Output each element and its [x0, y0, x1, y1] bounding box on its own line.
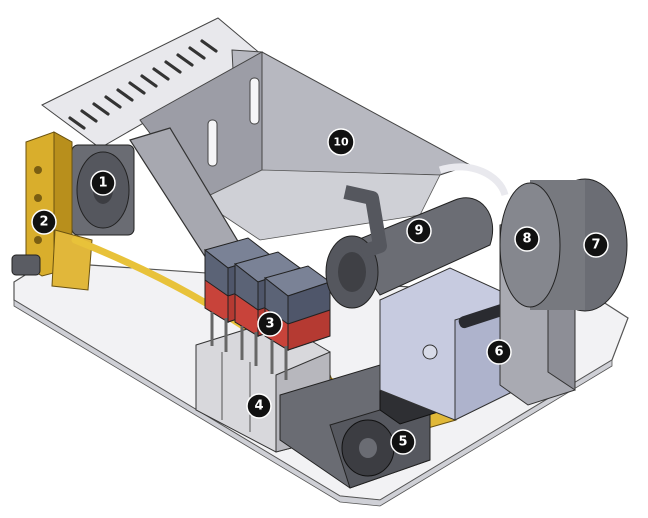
callout-4: 4 [246, 393, 272, 419]
callout-2-label: 2 [39, 215, 48, 230]
callout-9-label: 9 [414, 224, 423, 239]
callout-2: 2 [31, 209, 57, 235]
callout-3: 3 [257, 311, 283, 337]
callout-4-label: 4 [254, 399, 263, 414]
wall-slot [207, 119, 218, 167]
callout-10-label: 10 [333, 136, 349, 149]
callout-6-label: 6 [494, 345, 503, 360]
callout-5-label: 5 [398, 435, 407, 450]
pump-elbow-fitting [343, 185, 387, 259]
enclosure-back-wall [231, 49, 472, 176]
callout-7: 7 [583, 232, 609, 258]
valve-bank [203, 237, 332, 380]
callout-9: 9 [406, 218, 432, 244]
wall-slot [249, 77, 260, 125]
callout-8-label: 8 [522, 232, 531, 247]
callout-3-label: 3 [265, 317, 274, 332]
base-plate-edge [13, 299, 613, 507]
cover-vent-slots [68, 39, 218, 130]
enclosure-floor [199, 169, 441, 241]
callout-5: 5 [390, 429, 416, 455]
callout-7-label: 7 [591, 238, 600, 253]
callout-8: 8 [514, 226, 540, 252]
callout-10: 10 [327, 128, 355, 156]
callout-1-label: 1 [98, 176, 107, 191]
callout-6: 6 [486, 339, 512, 365]
callout-1: 1 [90, 170, 116, 196]
pump-cylinder [325, 163, 509, 309]
